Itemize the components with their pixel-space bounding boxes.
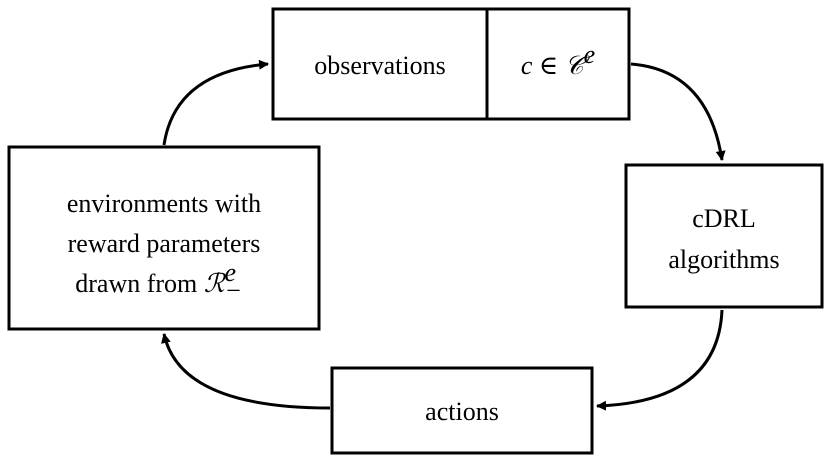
environments-line-2: reward parameters [68,229,261,258]
environments-box: environments with reward parameters draw… [7,145,321,331]
environments-line-1: environments with [67,189,261,218]
element-of-symbol: ∈ [532,51,564,80]
cdrl-algorithms-box: cDRL algorithms [624,163,824,309]
environments-box-frame [7,145,321,331]
observations-label: observations [314,51,445,80]
actions-label: actions [425,397,499,426]
algorithms-label: algorithms [668,245,779,274]
observations-context-box: observations c ∈ 𝒞e [271,7,631,121]
arrow-context-to-cdrl [630,62,726,161]
actions-box-frame [330,366,594,455]
context-variable: c [521,51,533,80]
actions-box: actions [330,366,594,455]
reward-set-subscript: − [226,276,241,305]
drawn-from-text: drawn from [75,269,204,298]
arrow-cdrl-to-actions [596,309,724,411]
observations-box-frame [271,7,631,121]
cdrl-label: cDRL [692,204,756,233]
reward-set-superscript: e [225,258,237,287]
cdrl-box-frame [624,163,824,309]
context-set-superscript: e [584,40,596,69]
reward-set-symbol: ℛ [204,269,227,298]
environments-line-3: drawn from ℛe− [75,258,240,305]
arrow-environments-to-observations [162,59,269,146]
arrow-actions-to-environments [161,333,331,410]
